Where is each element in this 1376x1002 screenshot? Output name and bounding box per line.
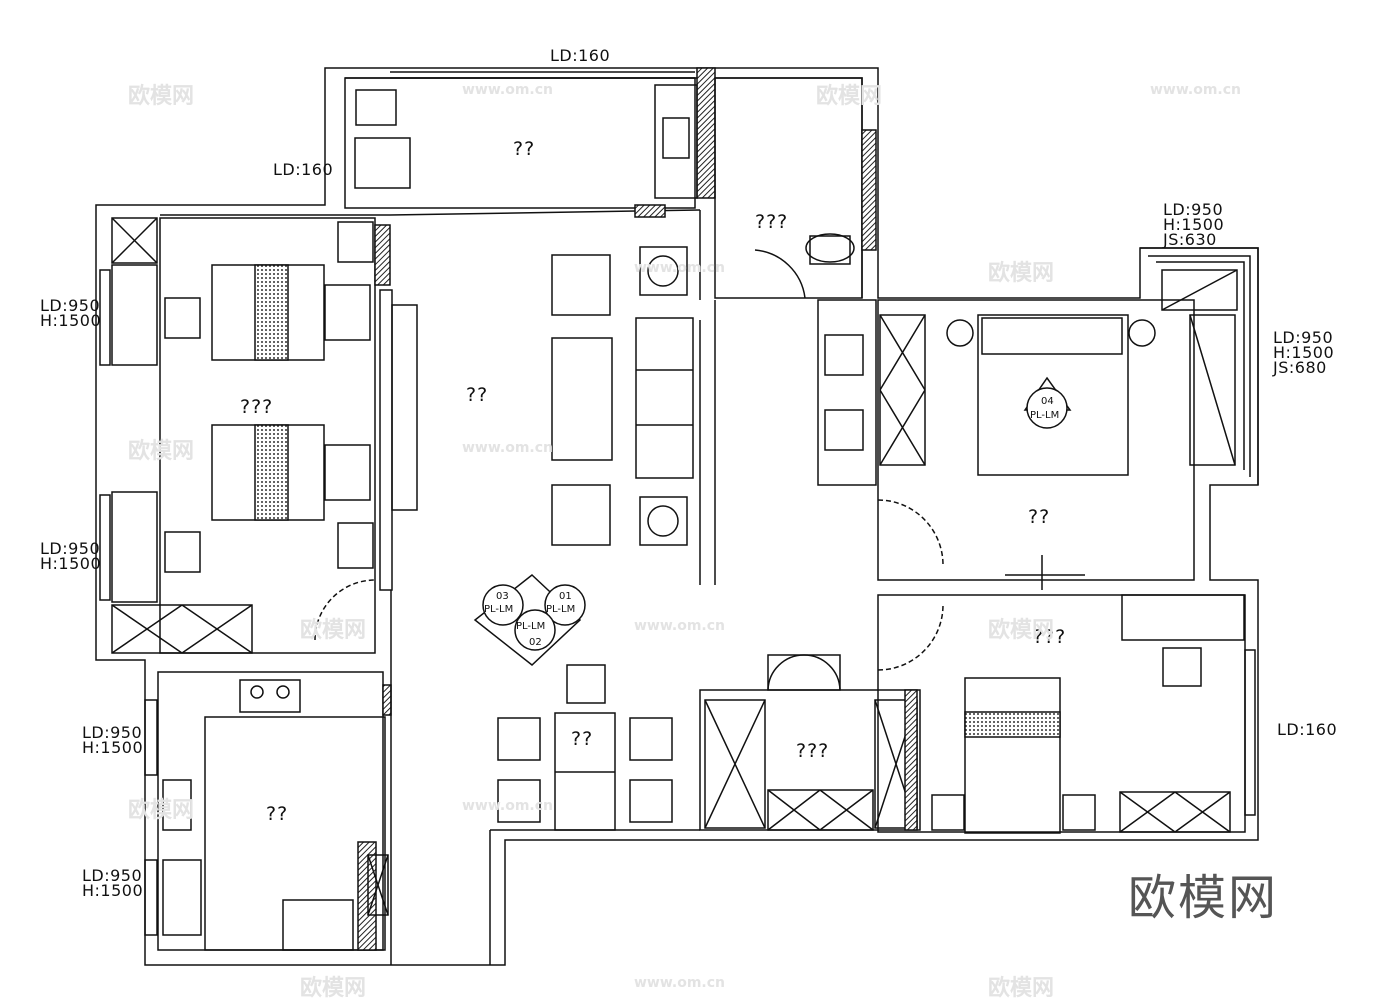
window-label-top: LD:160 [550, 46, 611, 65]
room-label-living-room: ?? [466, 384, 489, 406]
window-label-balcony-side: LD:160 [273, 160, 334, 179]
window-label-child-1: LD:950 H:1500 [40, 296, 102, 330]
window-label-line: H:1500 [40, 554, 102, 573]
room-label-balcony: ?? [513, 138, 536, 160]
marker-ref-02: PL-LM [516, 621, 546, 632]
window-label-line: H:1500 [1163, 215, 1225, 234]
window-label-line: LD:950 [1163, 200, 1224, 219]
window-label-line: H:1500 [82, 881, 144, 900]
watermark-url: www.om.cn [1150, 82, 1242, 98]
watermark: 欧模网 [988, 976, 1055, 1001]
room-label-master-bedroom: ?? [1028, 506, 1051, 528]
window-label-bay-side: LD:950 H:1500 JS:680 [1273, 328, 1335, 377]
window-label-kitchen-1: LD:950 H:1500 [82, 723, 144, 757]
watermark-url: www.om.cn [634, 975, 726, 991]
watermark-url: www.om.cn [634, 618, 726, 634]
marker-label-02: 02 [529, 637, 542, 648]
room-label-dining: ?? [571, 728, 594, 750]
outer-wall [95, 67, 1259, 966]
window-label-line: LD:950 [82, 723, 143, 742]
room-label-second-bedroom: ??? [1033, 626, 1067, 648]
marker-label-04: 04 [1041, 396, 1054, 407]
window-label-child-2: LD:950 H:1500 [40, 539, 102, 573]
watermark: 欧模网 [128, 84, 195, 109]
window-label-line: JS:680 [1273, 358, 1327, 377]
watermark: 欧模网 [988, 261, 1055, 286]
watermark-url: www.om.cn [462, 440, 554, 456]
watermark: 欧模网 [128, 798, 195, 823]
window-label-line: LD:950 [82, 866, 143, 885]
brand-logo: 欧模网 [1128, 870, 1279, 926]
window-label-line: H:1500 [1273, 343, 1335, 362]
room-label-kitchen: ?? [266, 803, 289, 825]
watermark: 欧模网 [300, 976, 367, 1001]
window-label-second-bedroom: LD:160 [1277, 720, 1338, 739]
window-label-line: LD:950 [1273, 328, 1334, 347]
master-bedroom [877, 299, 1195, 581]
watermark-url: www.om.cn [462, 798, 554, 814]
watermark: 欧模网 [988, 618, 1055, 643]
window-label-line: H:1500 [40, 311, 102, 330]
elevation-marker-living [473, 376, 1072, 666]
room-label-cloakroom: ??? [796, 740, 830, 762]
room-label-child-bedroom: ??? [240, 396, 274, 418]
window-label-line: H:1500 [82, 738, 144, 757]
window-label-line: JS:630 [1163, 230, 1217, 249]
watermark: 欧模网 [128, 439, 195, 464]
watermark: 欧模网 [816, 84, 883, 109]
master-vanity [817, 299, 877, 486]
marker-ref-01: PL-LM [546, 604, 576, 615]
child-room [159, 217, 376, 654]
watermark-url: www.om.cn [462, 82, 554, 98]
marker-ref-04: PL-LM [1030, 410, 1060, 421]
window-label-bay-top: LD:950 H:1500 JS:630 [1163, 200, 1225, 249]
marker-label-03: 03 [496, 591, 509, 602]
watermark: 欧模网 [300, 618, 367, 643]
watermark-url: www.om.cn [634, 260, 726, 276]
window-label-line: LD:950 [40, 539, 101, 558]
window-label-kitchen-2: LD:950 H:1500 [82, 866, 144, 900]
room-label-bathroom: ??? [755, 211, 789, 233]
marker-label-01: 01 [559, 591, 572, 602]
marker-ref-03: PL-LM [484, 604, 514, 615]
window-label-line: LD:950 [40, 296, 101, 315]
